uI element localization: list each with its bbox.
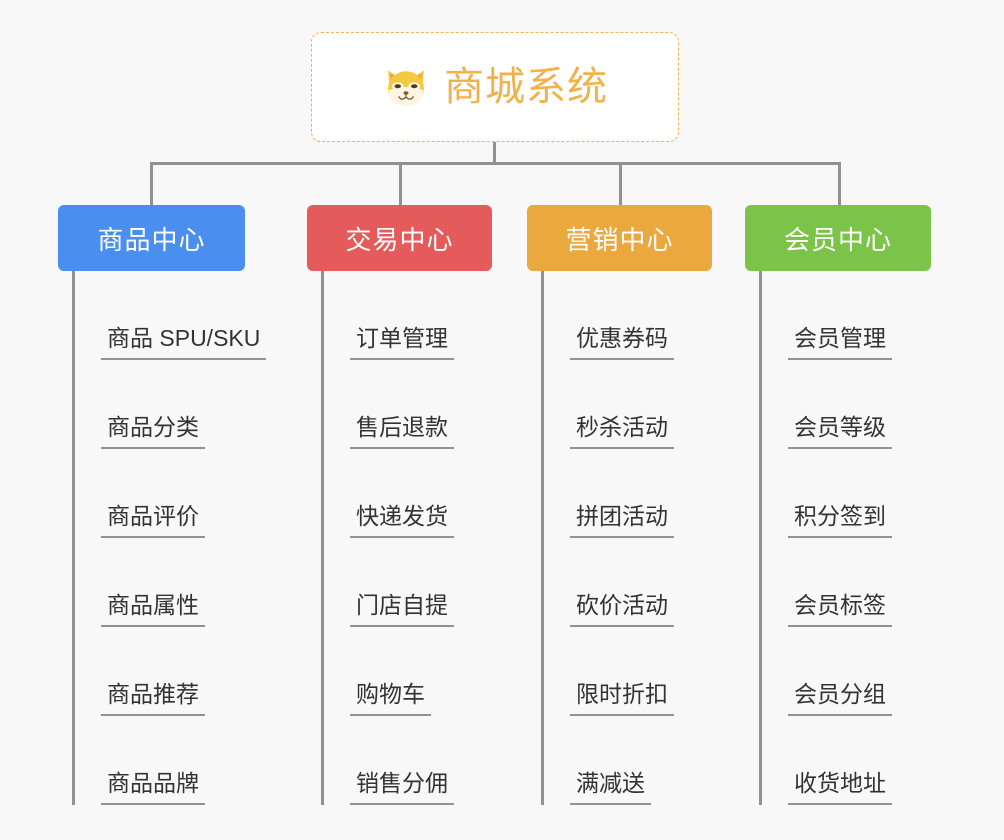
root-title: 商城系统: [444, 65, 608, 109]
leaf-label: 商品 SPU/SKU: [101, 325, 267, 360]
leaf-stack-4: 会员管理 会员等级 积分签到 会员标签 会员分组 收货地址: [759, 271, 931, 805]
shiba-inu-dog-emoji: [388, 70, 424, 106]
list-item[interactable]: 满减送: [544, 716, 712, 805]
leaf-stack-2: 订单管理 售后退款 快递发货 门店自提 购物车 销售分佣: [321, 271, 492, 805]
list-item[interactable]: 快递发货: [324, 449, 492, 538]
connector-drop-1: [150, 162, 153, 207]
list-item[interactable]: 砍价活动: [544, 538, 712, 627]
list-item[interactable]: 会员分组: [762, 627, 931, 716]
leaf-label: 快递发货: [350, 503, 454, 538]
leaf-label: 会员等级: [788, 414, 892, 449]
leaf-label: 商品分类: [101, 414, 205, 449]
list-item[interactable]: 积分签到: [762, 449, 931, 538]
list-item[interactable]: 商品品牌: [75, 716, 245, 805]
category-header-4[interactable]: 会员中心: [745, 205, 931, 271]
connector-drop-2: [399, 162, 402, 207]
list-item[interactable]: 商品评价: [75, 449, 245, 538]
category-column-3: 营销中心 优惠券码 秒杀活动 拼团活动 砍价活动 限时折扣 满减送: [527, 205, 712, 805]
category-column-1: 商品中心 商品 SPU/SKU 商品分类 商品评价 商品属性 商品推荐 商品品牌: [58, 205, 267, 805]
list-item[interactable]: 售后退款: [324, 360, 492, 449]
category-title: 商品中心: [97, 224, 206, 255]
category-column-2: 交易中心 订单管理 售后退款 快递发货 门店自提 购物车 销售分佣: [307, 205, 492, 805]
category-title: 营销中心: [565, 224, 674, 255]
leaf-label: 拼团活动: [570, 503, 674, 538]
leaf-label: 购物车: [350, 681, 431, 716]
list-item[interactable]: 限时折扣: [544, 627, 712, 716]
leaf-label: 积分签到: [788, 503, 892, 538]
category-header-3[interactable]: 营销中心: [527, 205, 712, 271]
list-item[interactable]: 订单管理: [324, 271, 492, 360]
leaf-label: 销售分佣: [350, 770, 454, 805]
leaf-label: 秒杀活动: [570, 414, 674, 449]
category-title: 会员中心: [783, 224, 892, 255]
leaf-stack-3: 优惠券码 秒杀活动 拼团活动 砍价活动 限时折扣 满减送: [541, 271, 712, 805]
leaf-label: 订单管理: [350, 325, 454, 360]
leaf-label: 会员管理: [788, 325, 892, 360]
connector-drop-3: [619, 162, 622, 207]
list-item[interactable]: 商品属性: [75, 538, 245, 627]
list-item[interactable]: 会员管理: [762, 271, 931, 360]
leaf-label: 商品推荐: [101, 681, 205, 716]
connector-drop-4: [838, 162, 841, 207]
category-header-2[interactable]: 交易中心: [307, 205, 492, 271]
list-item[interactable]: 拼团活动: [544, 449, 712, 538]
list-item[interactable]: 商品分类: [75, 360, 245, 449]
list-item[interactable]: 销售分佣: [324, 716, 492, 805]
connector-root-stem: [493, 142, 496, 164]
leaf-stack-1: 商品 SPU/SKU 商品分类 商品评价 商品属性 商品推荐 商品品牌: [72, 271, 267, 805]
leaf-label: 售后退款: [350, 414, 454, 449]
leaf-label: 会员分组: [788, 681, 892, 716]
leaf-label: 门店自提: [350, 592, 454, 627]
leaf-label: 满减送: [570, 770, 651, 805]
leaf-label: 限时折扣: [570, 681, 674, 716]
leaf-label: 砍价活动: [570, 592, 674, 627]
leaf-label: 商品评价: [101, 503, 205, 538]
leaf-label: 商品品牌: [101, 770, 205, 805]
connector-horizontal-bus: [150, 162, 841, 165]
list-item[interactable]: 优惠券码: [544, 271, 712, 360]
category-header-1[interactable]: 商品中心: [58, 205, 245, 271]
list-item[interactable]: 购物车: [324, 627, 492, 716]
list-item[interactable]: 收货地址: [762, 716, 931, 805]
leaf-label: 收货地址: [788, 770, 892, 805]
leaf-label: 商品属性: [101, 592, 205, 627]
list-item[interactable]: 会员等级: [762, 360, 931, 449]
list-item[interactable]: 商品推荐: [75, 627, 245, 716]
category-title: 交易中心: [345, 224, 454, 255]
leaf-label: 优惠券码: [570, 325, 674, 360]
list-item[interactable]: 会员标签: [762, 538, 931, 627]
list-item[interactable]: 门店自提: [324, 538, 492, 627]
list-item[interactable]: 秒杀活动: [544, 360, 712, 449]
root-node[interactable]: 商城系统: [311, 32, 679, 142]
category-column-4: 会员中心 会员管理 会员等级 积分签到 会员标签 会员分组 收货地址: [745, 205, 931, 805]
list-item[interactable]: 商品 SPU/SKU: [75, 271, 267, 360]
leaf-label: 会员标签: [788, 592, 892, 627]
